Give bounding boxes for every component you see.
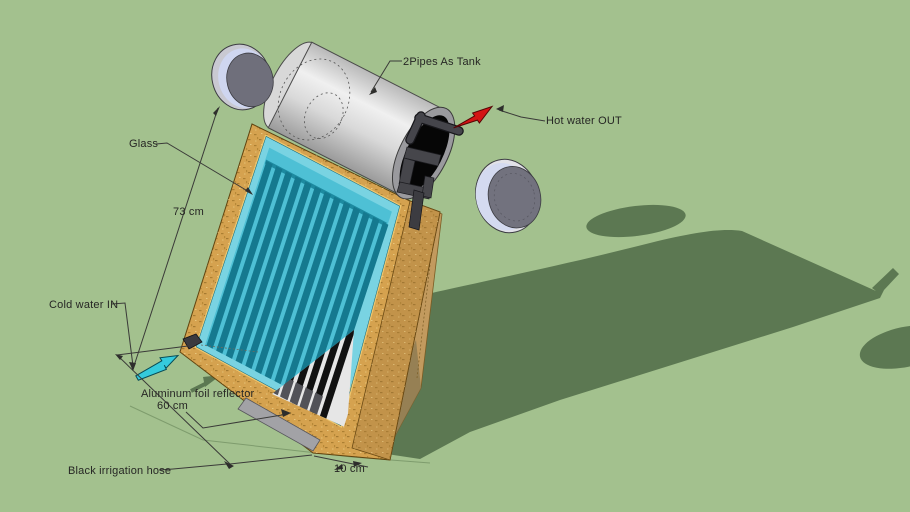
cap-shadow-left: [586, 204, 686, 238]
cold-arrow-shadow: [190, 381, 208, 393]
glass-leader-line: [155, 142, 252, 194]
tank-label: 2Pipes As Tank: [403, 56, 481, 68]
ground-edge-line: [129, 405, 431, 464]
hose-tubes-under-glass: [206, 161, 389, 410]
lip-dimension-line: [313, 455, 369, 468]
cold-water-label: Cold water IN: [49, 299, 119, 311]
reflector-lip: [237, 397, 321, 452]
hidden-construction-line: [200, 344, 259, 353]
width-witness-line-1: [116, 345, 189, 356]
tank-cap-left: [211, 43, 274, 111]
hot-water-pipe: [405, 111, 464, 145]
cold-water-in-arrow: [135, 354, 180, 381]
glass-panel: [196, 136, 400, 426]
tank-hidden-seam: [277, 58, 351, 141]
reflector-leader-line: [185, 411, 289, 429]
tank-leader-line: [370, 60, 402, 93]
hot-water-label: Hot water OUT: [546, 115, 622, 127]
cap-shadow-right: [859, 325, 910, 369]
reflector-label: Aluminum foil reflector: [141, 388, 255, 400]
lip-dimension-text: 10 cm: [334, 463, 365, 475]
hot-water-out-arrow: [453, 105, 494, 129]
height-dimension-line: [132, 107, 219, 370]
down-pipe: [408, 189, 425, 231]
height-dimension-text: 73 cm: [173, 206, 204, 218]
hot-water-leader-line: [498, 109, 546, 122]
annotation-lines: [111, 60, 546, 471]
annotation-arrowheads: [115, 87, 504, 470]
cold-water-leader-line: [111, 302, 134, 367]
tank-cap-right: [475, 158, 542, 234]
width-witness-line-2: [229, 454, 313, 465]
hose-label: Black irrigation hose: [68, 465, 172, 477]
width-dimension-line: [116, 354, 231, 465]
hose-leader-line: [158, 463, 228, 471]
glass-label: Glass: [129, 138, 159, 150]
width-dimension-text: 60 cm: [157, 400, 188, 412]
cast-shadow: [190, 204, 910, 459]
